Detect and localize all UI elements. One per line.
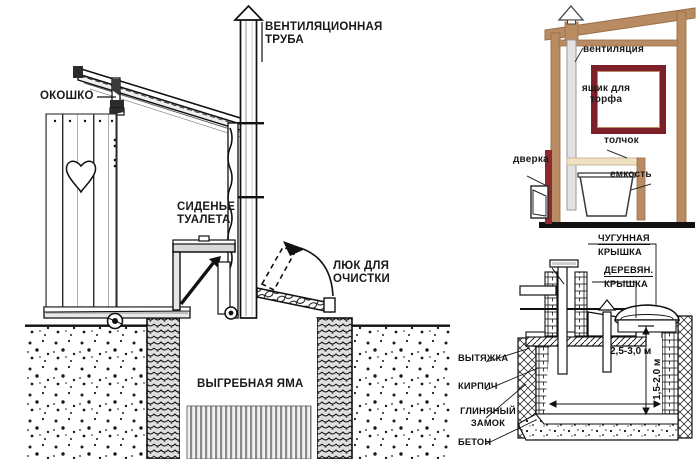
peat-box [591,65,666,134]
label-ventilation: вентиляция [583,44,644,55]
front-post-left [109,77,125,116]
peat-toilet-svg [526,5,696,228]
label-cast-iron-cover-line1: ЧУГУННАЯ [598,233,650,246]
label-container: емкость [610,169,652,180]
cesspit-section-diagram [440,228,700,459]
dimension-width: 2,5-3,0 м [610,346,652,357]
label-cesspit: ВЫГРЕБНАЯ ЯМА [197,378,304,390]
label-seat: толчок [604,135,639,146]
floor-platform [43,306,191,330]
vent-pipe-house [557,5,585,211]
heart-cutout-icon [65,160,97,194]
label-cleanout-hatch-line2: ОЧИСТКИ [333,272,391,285]
toilet-seat [172,235,238,320]
main-outhouse-svg [25,4,450,459]
label-brick: КИРПИЧ [458,381,498,391]
label-exhaust: ВЫТЯЖКА [458,353,509,363]
label-wooden-cover-line2: КРЫШКА [604,279,648,290]
cleanout-hatch [256,241,336,313]
wall-post-left [550,32,561,226]
cross-rail [558,39,679,47]
clay-lock-right [677,315,693,439]
house-leader-lines [526,47,652,191]
label-cleanout-hatch: ЛЮК ДЛЯ ОЧИСТКИ [333,260,390,286]
label-peat-box-line1: ящик для [581,83,631,94]
label-cast-iron-cover-line2: КРЫШКА [598,247,642,258]
label-clay-lock-line1: ГЛИНЯНЫЙ [460,406,516,416]
label-vent-pipe-line1: ВЕНТИЛЯЦИОННАЯ [265,21,383,33]
pit-interior [544,338,662,424]
label-vent-pipe-line2: ТРУБА [265,33,304,46]
outhouse-door [45,113,118,311]
label-vent-pipe: ВЕНТИЛЯЦИОННАЯ ТРУБА [265,21,383,47]
label-peat-box: ящик для торфа [578,83,634,105]
label-clay-lock: ГЛИНЯНЫЙ ЗАМОК [455,406,521,429]
dimension-depth: 1,5-2,0 м [652,358,663,400]
label-toilet-seat-line1: СИДЕНЬЕ [177,201,236,213]
label-concrete: БЕТОН [458,437,492,447]
vent-pipe [232,4,265,319]
label-clay-lock-line2: ЗАМОК [470,418,506,429]
door-leaf [530,185,549,219]
access-door [530,150,552,224]
main-outhouse-diagram [25,4,450,459]
cesspit-svg [485,243,693,445]
cast-iron-cover [614,304,680,346]
label-window: ОКОШКО [40,90,94,102]
label-cast-iron-cover: ЧУГУННАЯ КРЫШКА [598,233,650,258]
label-cleanout-hatch-line1: ЛЮК ДЛЯ [333,260,390,272]
roof-beam [544,7,696,41]
peat-toilet-interior-diagram [455,0,700,228]
label-wooden-cover-line1: ДЕРЕВЯН. [604,265,654,278]
label-toilet-seat-line2: ТУАЛЕТА [177,213,231,226]
label-peat-box-line2: торфа [589,94,623,106]
dimension-lines [548,326,662,416]
toilet-seat-shelf [566,157,646,221]
label-wooden-cover: ДЕРЕВЯН. КРЫШКА [604,265,654,290]
label-door: дверка [513,154,549,165]
inlet-chamber [519,259,640,375]
leader-lines [97,22,263,98]
pit-leader-lines [485,243,657,445]
waste-container [577,172,636,217]
floor-slab [539,222,695,228]
label-toilet-seat: СИДЕНЬЕ ТУАЛЕТА [177,201,235,227]
